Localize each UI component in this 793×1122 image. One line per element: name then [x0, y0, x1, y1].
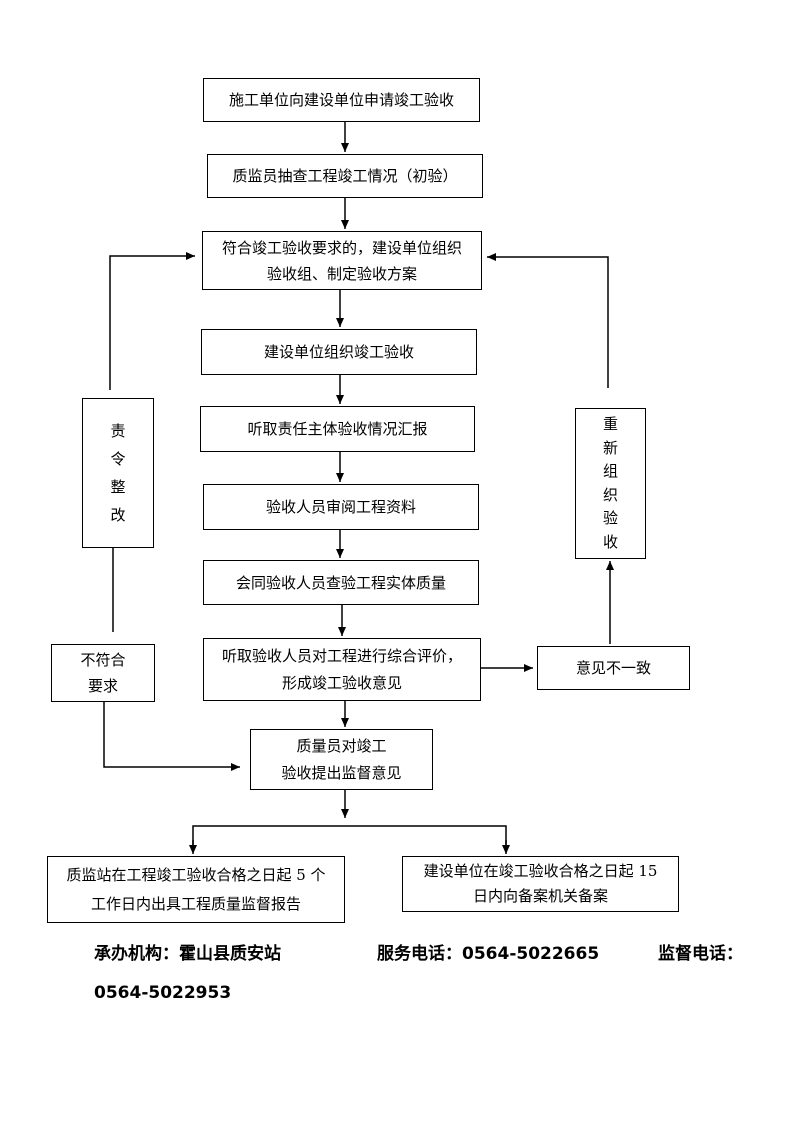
step-inspect-quality: 会同验收人员查验工程实体质量 [203, 560, 479, 605]
reorganize-char: 重 [602, 415, 618, 433]
step-comprehensive-evaluation: 听取验收人员对工程进行综合评价， 形成竣工验收意见 [203, 638, 481, 701]
organizer-text: 承办机构：霍山县质安站 [94, 944, 281, 964]
disagreement-text: 意见不一致 [575, 659, 651, 677]
rectify-char: 令 [110, 450, 126, 468]
not-meet-line1: 不符合 [80, 651, 126, 669]
result-supervision-report-line2: 工作日内出具工程质量监督报告 [90, 894, 301, 913]
step-apply-acceptance: 施工单位向建设单位申请竣工验收 [203, 78, 480, 122]
step-supervision-opinion-line2: 验收提出监督意见 [281, 763, 402, 782]
step-comprehensive-evaluation-line1: 听取验收人员对工程进行综合评价， [221, 646, 462, 665]
result-filing: 建设单位在竣工验收合格之日起 15 日内向备案机关备案 [402, 856, 679, 912]
split-connector [192, 825, 507, 852]
step-supervision-opinion: 质量员对竣工 验收提出监督意见 [250, 729, 433, 790]
step-spot-check: 质监员抽查工程竣工情况（初验） [207, 154, 483, 198]
supervision-phone-text: 0564-5022953 [94, 983, 232, 1003]
reorganize-char: 组 [602, 462, 618, 480]
step-form-acceptance-group-line2: 验收组、制定验收方案 [266, 264, 417, 283]
service-phone-info: 服务电话：0564-5022665 [377, 939, 599, 964]
step-supervision-opinion-line1: 质量员对竣工 [296, 736, 387, 755]
service-phone-text: 服务电话：0564-5022665 [377, 944, 600, 964]
step-organize-acceptance-text: 建设单位组织竣工验收 [263, 343, 414, 361]
step-review-documents: 验收人员审阅工程资料 [203, 484, 479, 530]
reorganize-char: 验 [602, 509, 618, 527]
step-inspect-quality-text: 会同验收人员查验工程实体质量 [235, 573, 446, 592]
step-review-documents-text: 验收人员审阅工程资料 [265, 498, 416, 516]
organizer-info: 承办机构：霍山县质安站 [94, 939, 281, 964]
arrow-notmeet-to-step9 [103, 702, 240, 771]
step-form-acceptance-group-line1: 符合竣工验收要求的，建设单位组织 [221, 238, 462, 257]
step-hear-reports-text: 听取责任主体验收情况汇报 [247, 420, 428, 438]
arrow-rectify-to-step3 [109, 252, 195, 390]
reorganize-acceptance-box: 重 新 组 织 验 收 [575, 408, 646, 559]
result-filing-line1: 建设单位在竣工验收合格之日起 15 [423, 862, 658, 880]
result-filing-line2: 日内向备案机关备案 [472, 887, 608, 905]
arrow-reorganize-to-step3 [487, 253, 609, 388]
reorganize-char: 新 [602, 438, 618, 457]
supervision-phone-number: 0564-5022953 [94, 983, 231, 1003]
reorganize-char: 收 [602, 532, 618, 551]
result-supervision-report-line1: 质监站在工程竣工验收合格之日起 5 个 [66, 865, 326, 884]
supervision-phone-label-text: 监督电话： [658, 944, 743, 964]
rectify-char: 改 [110, 506, 126, 524]
step-apply-acceptance-text: 施工单位向建设单位申请竣工验收 [228, 91, 454, 109]
disagreement-box: 意见不一致 [537, 646, 690, 690]
step-organize-acceptance: 建设单位组织竣工验收 [201, 329, 477, 375]
reorganize-char: 织 [602, 485, 618, 504]
step-hear-reports: 听取责任主体验收情况汇报 [200, 406, 475, 452]
not-meet-requirements-box: 不符合 要求 [51, 644, 155, 702]
step-form-acceptance-group: 符合竣工验收要求的，建设单位组织 验收组、制定验收方案 [202, 231, 482, 290]
rectify-order-box: 责 令 整 改 [82, 398, 154, 548]
step-spot-check-text: 质监员抽查工程竣工情况（初验） [232, 167, 458, 185]
step-comprehensive-evaluation-line2: 形成竣工验收意见 [281, 673, 402, 692]
not-meet-line2: 要求 [87, 677, 118, 695]
result-supervision-report: 质监站在工程竣工验收合格之日起 5 个 工作日内出具工程质量监督报告 [47, 856, 345, 923]
supervision-phone-label: 监督电话： [658, 939, 743, 964]
rectify-char: 整 [110, 478, 126, 496]
rectify-char: 责 [110, 422, 126, 440]
